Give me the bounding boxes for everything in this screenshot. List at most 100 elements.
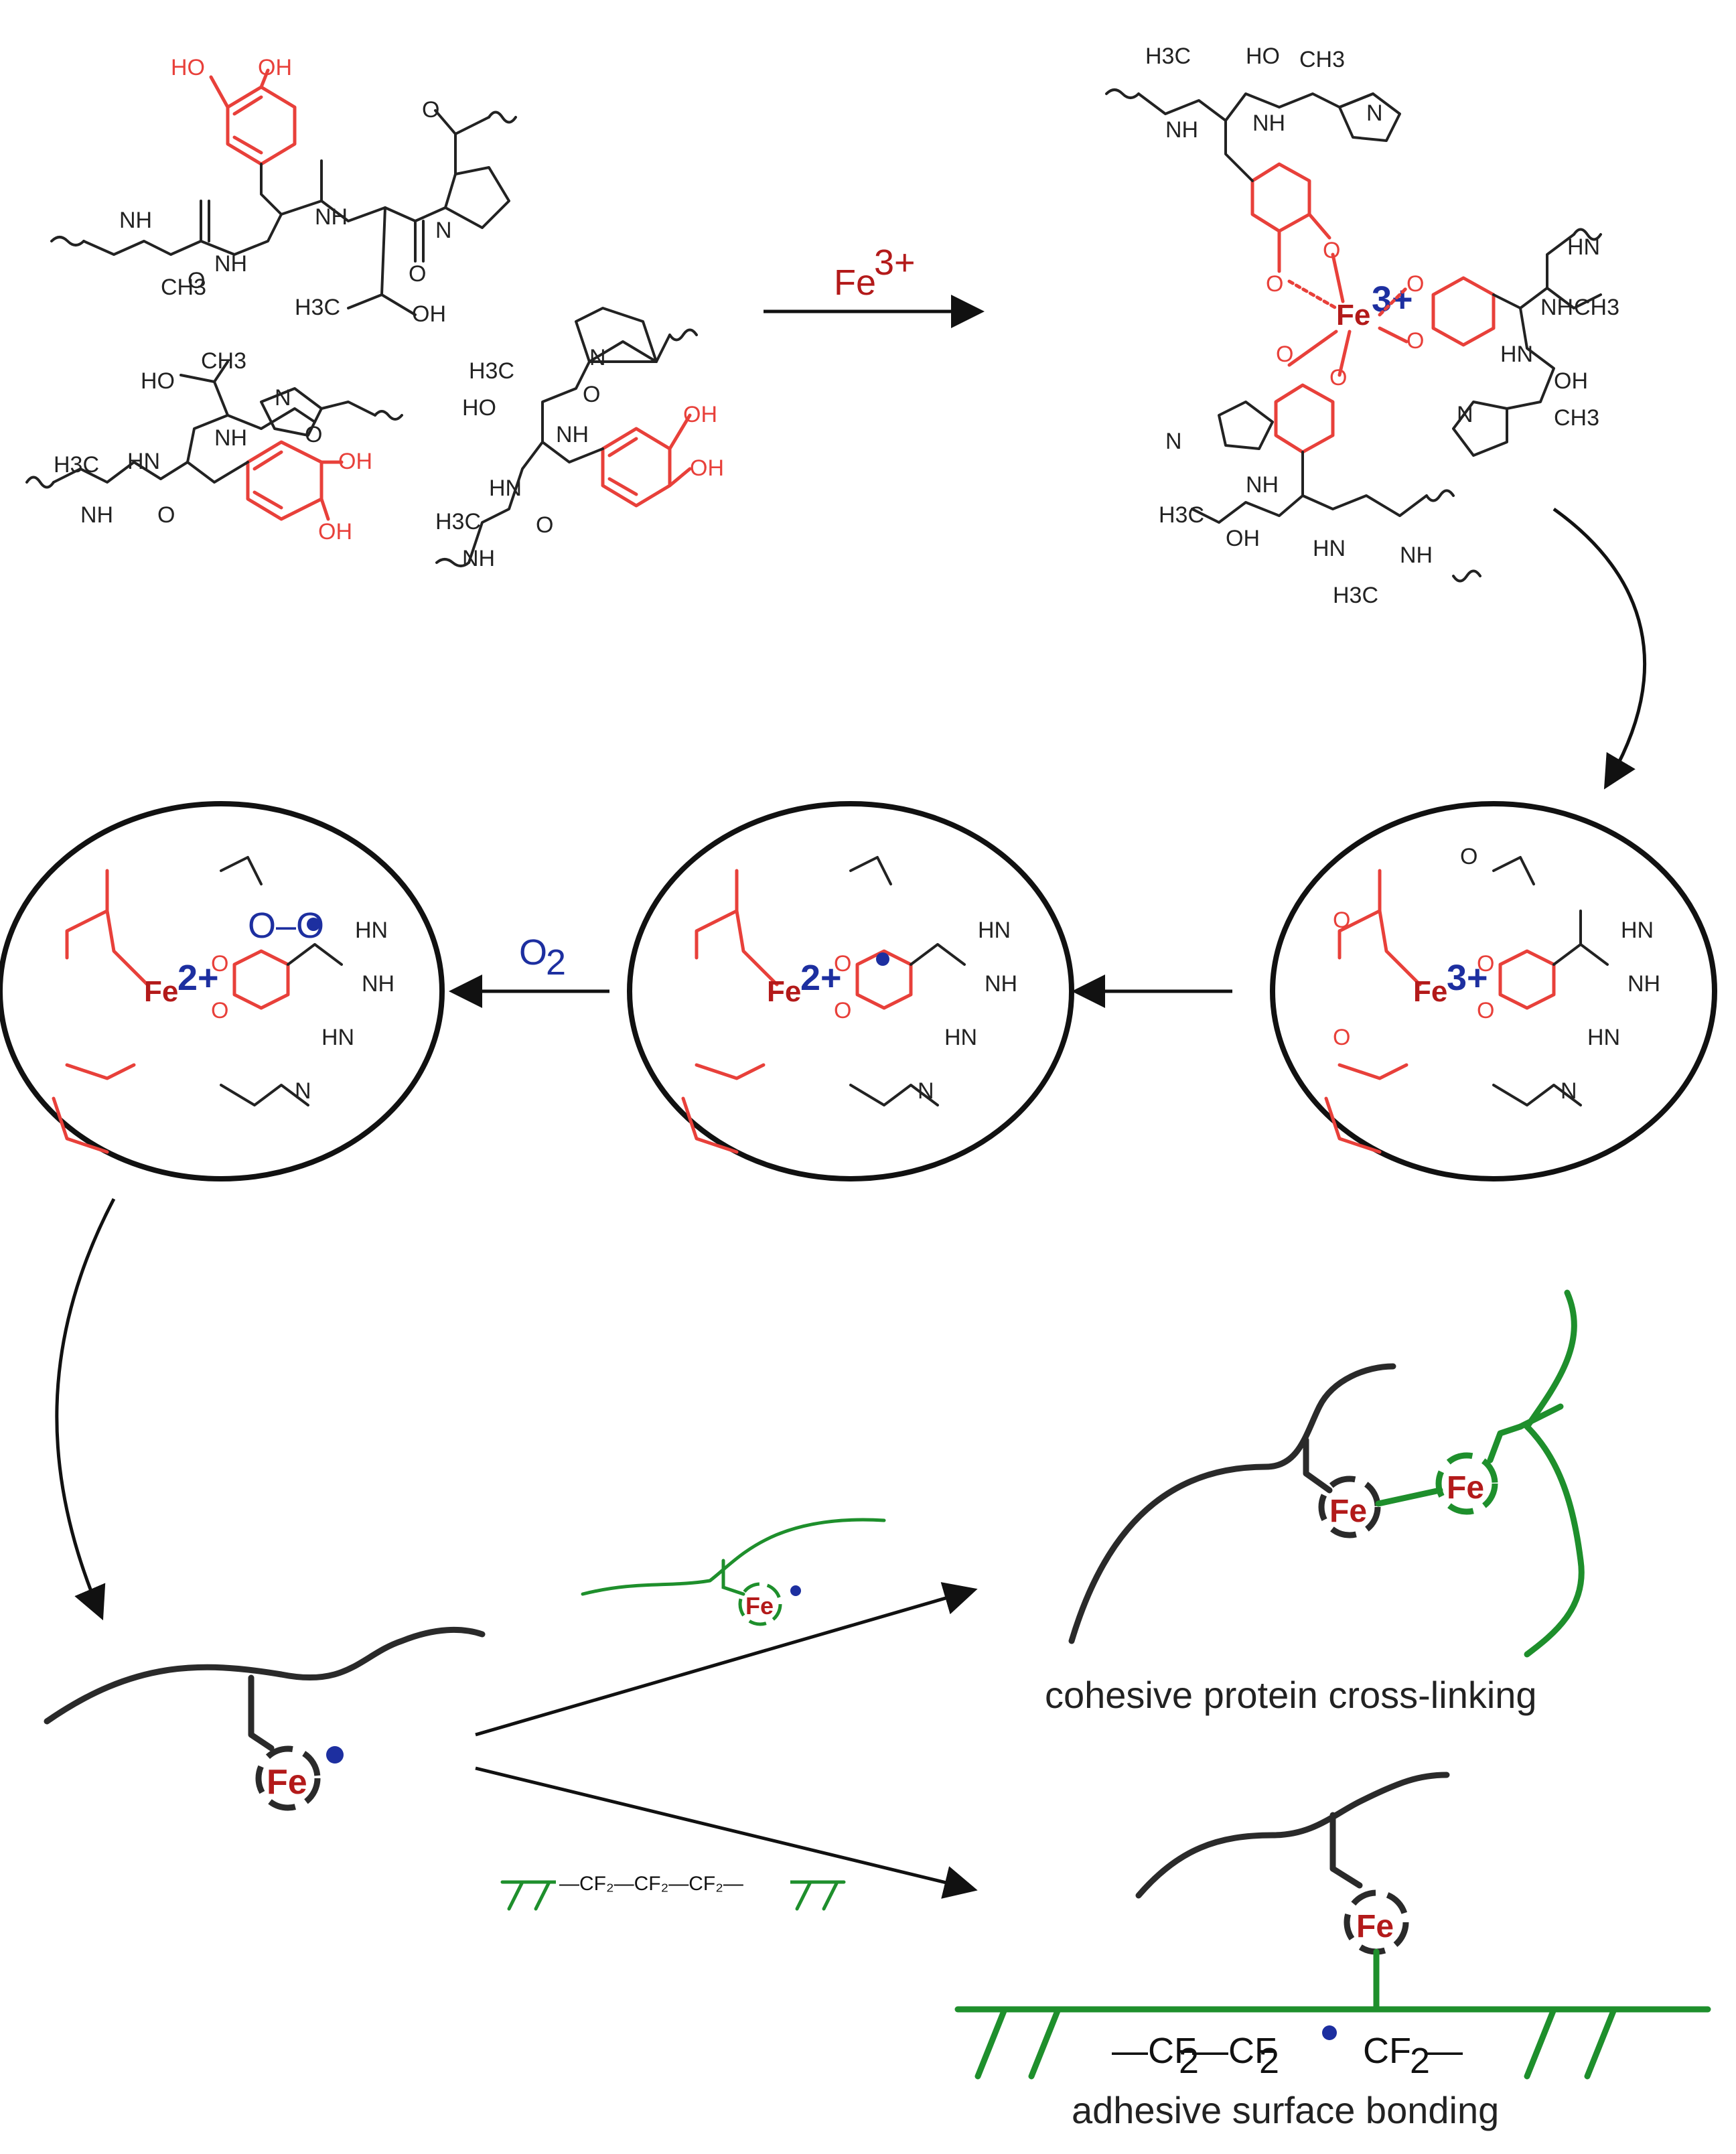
carbonyl-oxygen: O	[536, 512, 553, 538]
hydroxyl-label: HO	[171, 55, 205, 80]
catechol-ring	[246, 440, 323, 521]
methyl-label: H3C	[435, 509, 481, 534]
iron-catecholate-unit	[255, 1745, 321, 1811]
fe3-reaction-arrow: Fe 3+	[764, 242, 985, 328]
oxygen-reagent-label: O	[519, 932, 547, 973]
catechol-ring	[1250, 162, 1311, 233]
amine-label: HN	[978, 918, 1011, 943]
methyl-label: CH3	[1574, 295, 1619, 320]
hydroxyl-label: OH	[1554, 368, 1588, 394]
methyl-label: H3C	[54, 452, 99, 478]
radical-dot	[876, 952, 889, 966]
amine-label: HN	[127, 449, 160, 474]
amine-label: NH	[1252, 111, 1285, 136]
amine-label: NH	[1165, 117, 1198, 143]
iron-center-label: Fe	[1336, 299, 1370, 332]
hydroxyl-label: OH	[258, 55, 292, 80]
nitrogen-label: N	[1366, 100, 1383, 126]
oxygen-label: O	[1333, 908, 1350, 933]
methyl-label: H3C	[295, 295, 340, 320]
surface-dash-end: —	[1427, 2031, 1463, 2071]
dopa-peptide-fragment-right: OH OH H3C HO NH N HN H3C NH O O	[435, 307, 724, 571]
iron-center-label: Fe	[1329, 1494, 1367, 1529]
curved-arrow-to-oxidation	[1552, 507, 1646, 790]
amine-label: NH	[1540, 295, 1573, 320]
amine-label: NH	[1246, 472, 1279, 498]
iron-center-label: Fe	[1413, 975, 1447, 1008]
surface-cf2-left: —CF	[1112, 2031, 1196, 2071]
adhesive-surface-product: Fe —CF 2 —CF 2 CF 2 — adhesive surface b…	[954, 1772, 1711, 2131]
fluoropolymer-surface-reagent: —CF₂—CF₂—CF₂—	[500, 1872, 846, 1911]
tris-catecholate-fe3-complex: Fe 3+ O O O O O O H3C HO	[1105, 44, 1619, 608]
oxygen-label: O	[1406, 271, 1424, 297]
cohesive-label: cohesive protein cross-linking	[1045, 1674, 1537, 1716]
hydroxyl-label: OH	[318, 519, 352, 545]
oxygen-label: O	[834, 951, 851, 977]
oxygen-label: O	[1333, 1025, 1350, 1050]
amine-label: HN	[489, 476, 522, 501]
arrow-to-adhesive	[475, 1766, 978, 1899]
oxygen-label: O	[1406, 328, 1424, 354]
nitrogen-label: N	[1457, 402, 1473, 427]
nitrogen-label: N	[1165, 429, 1182, 454]
amine-label: NH	[214, 425, 247, 451]
iron-center-label: Fe	[1447, 1470, 1484, 1506]
carbonyl-oxygen: O	[422, 97, 439, 123]
nitrogen-label: N	[295, 1078, 311, 1104]
amine-label: NH	[1628, 971, 1660, 997]
catechol-ring	[1274, 383, 1335, 454]
amine-label: HN	[1567, 234, 1600, 260]
oxygen-label: O	[1477, 998, 1494, 1023]
circle-fe2-semiquinone: Fe 2+ O O HN NH HN N	[627, 801, 1074, 1181]
amine-label: NH	[985, 971, 1017, 997]
nitrogen-label: N	[918, 1078, 934, 1104]
surface-cf2-right-sub: 2	[1410, 2041, 1430, 2081]
iron-reagent-label: Fe	[834, 263, 876, 303]
surface-cf2-left-sub: 2	[1179, 2041, 1199, 2081]
methyl-label: H3C	[469, 358, 514, 384]
hydroxyl-label: OH	[683, 402, 717, 427]
hydroxyl-label: OH	[1226, 526, 1260, 551]
methyl-label: H3C	[1333, 583, 1378, 608]
amine-label: NH	[315, 204, 348, 230]
oxygen-label: O	[211, 951, 228, 977]
oxygen-label: O	[211, 998, 228, 1023]
radical-dot	[790, 1585, 801, 1596]
iron-center-label: Fe	[745, 1592, 774, 1620]
methyl-label: H3C	[1145, 44, 1191, 69]
hydroxyl-label: HO	[141, 368, 175, 394]
oxygen-label: O	[834, 998, 851, 1023]
circle-fe3-complex: Fe 3+ O O O O HN NH HN N O	[1270, 801, 1717, 1181]
cohesive-cross-link-product: Fe Fe cohesive protein cross-linking	[1045, 1289, 1585, 1716]
hydroxyl-label: HO	[462, 395, 496, 421]
oxygen-reagent-subscript: 2	[546, 942, 566, 983]
green-radical-chain-reagent: Fe	[581, 1518, 886, 1626]
iron-center-label: Fe	[1356, 1909, 1394, 1944]
amine-label: NH	[80, 502, 113, 528]
catechol-ring	[1431, 276, 1496, 347]
amine-label: HN	[1500, 342, 1533, 367]
iron-charge-label: 2+	[800, 958, 842, 998]
methyl-label: CH3	[161, 275, 206, 300]
o2-reaction-arrow: O 2	[449, 932, 609, 1008]
circle-fe2-peroxyl-radical: Fe 2+ O–O O O HN NH HN N	[0, 801, 445, 1181]
carbonyl-oxygen: O	[409, 261, 426, 287]
amine-label: NH	[362, 971, 394, 997]
oxygen-label: O	[1323, 238, 1340, 263]
iron-charge-label: 2+	[177, 958, 219, 998]
methyl-label: H3C	[1159, 502, 1204, 528]
amine-label: HN	[355, 918, 388, 943]
surface-cf2-right: CF	[1363, 2031, 1411, 2071]
amine-label: NH	[556, 422, 589, 447]
nitrogen-label: N	[275, 385, 291, 411]
iron-center-label: Fe	[267, 1763, 307, 1802]
oxygen-label: O	[1266, 271, 1283, 297]
hydroxyl-label: OH	[338, 449, 372, 474]
oxygen-label: O	[1477, 951, 1494, 977]
iron-center-label: Fe	[144, 975, 178, 1008]
surface-cf2-mid: —CF	[1192, 2031, 1277, 2071]
amine-label: HN	[1621, 918, 1654, 943]
adhesive-label: adhesive surface bonding	[1072, 2089, 1499, 2131]
surface-small-label: —CF₂—CF₂—CF₂—	[559, 1873, 743, 1895]
